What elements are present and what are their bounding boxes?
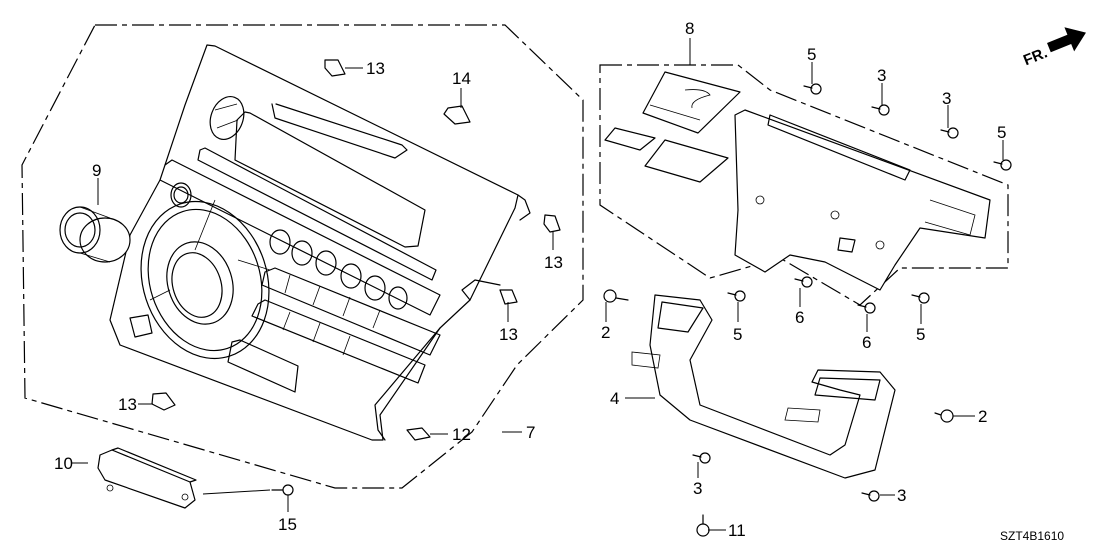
callout-10: 10 xyxy=(54,454,73,473)
callout-8: 8 xyxy=(685,19,694,38)
clip-12 xyxy=(406,427,431,441)
callout-13: 13 xyxy=(366,59,385,78)
part-10-switch-unit xyxy=(97,447,197,509)
clip-13-top xyxy=(324,59,346,77)
callout-2: 2 xyxy=(978,407,987,426)
callout-5: 5 xyxy=(807,45,816,64)
callout-14: 14 xyxy=(452,69,471,88)
reference-code: SZT4B1610 xyxy=(1000,529,1064,543)
callout-4: 4 xyxy=(610,389,619,408)
assembly-8-boundary xyxy=(599,64,1009,306)
callout-5: 5 xyxy=(997,123,1006,142)
panel-button-row xyxy=(269,229,408,310)
front-label: FR. xyxy=(1021,44,1050,69)
part-9-knob xyxy=(59,206,131,263)
clip-14 xyxy=(443,105,471,125)
callout-13: 13 xyxy=(118,395,137,414)
callout-5: 5 xyxy=(916,325,925,344)
callout-3: 3 xyxy=(897,486,906,505)
screw-15 xyxy=(271,484,294,496)
front-direction-arrow: FR. xyxy=(1021,27,1086,69)
callout-3: 3 xyxy=(877,66,886,85)
callout-11: 11 xyxy=(728,521,746,540)
assembly-7-boundary xyxy=(21,24,584,489)
callout-3: 3 xyxy=(693,479,702,498)
callouts: 13 14 9 13 13 13 12 7 10 15 8 5 3 3 5 2 … xyxy=(54,19,1064,543)
callout-13: 13 xyxy=(544,253,563,272)
center-panel xyxy=(109,44,531,441)
part-8-labels xyxy=(604,71,741,183)
callout-2: 2 xyxy=(601,323,610,342)
callout-15: 15 xyxy=(278,515,297,534)
callout-5: 5 xyxy=(733,325,742,344)
callout-6: 6 xyxy=(862,333,871,352)
callout-6: 6 xyxy=(795,308,804,327)
clip-13-right-upper xyxy=(543,214,561,233)
clip-13-bottom xyxy=(151,392,176,411)
callout-13: 13 xyxy=(499,325,518,344)
clip-13-right-lower xyxy=(499,289,518,305)
callout-3: 3 xyxy=(942,89,951,108)
arrow-icon xyxy=(1047,27,1086,53)
part-4-bracket xyxy=(631,294,896,479)
callout-12: 12 xyxy=(452,425,471,444)
leader-lines xyxy=(72,38,1004,531)
callout-9: 9 xyxy=(92,161,101,180)
fasteners xyxy=(603,83,1012,537)
callout-7: 7 xyxy=(526,423,535,442)
audio-unit-chassis xyxy=(734,109,991,291)
